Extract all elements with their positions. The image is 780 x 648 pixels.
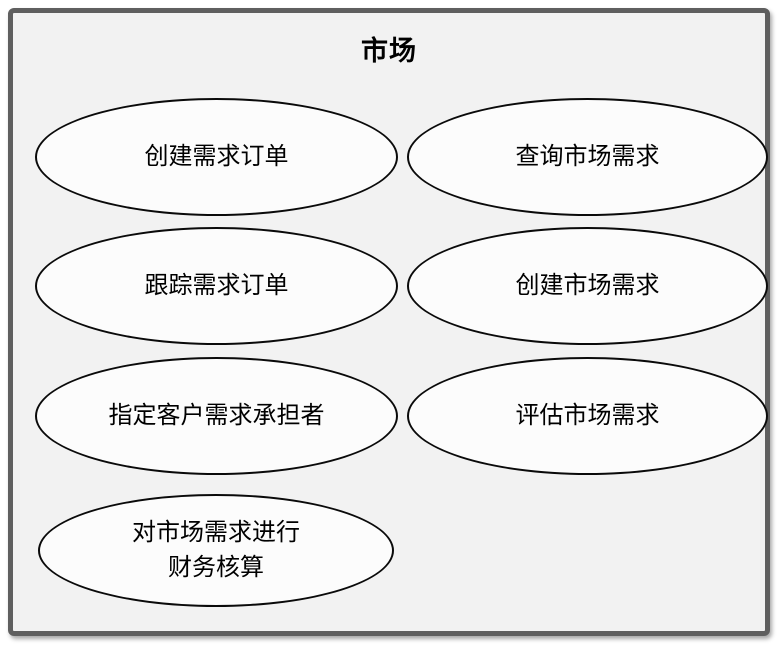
usecase-label: 查询市场需求: [515, 142, 660, 170]
usecase-assign-customer-demand-owner: 指定客户需求承担者: [35, 357, 398, 475]
usecase-create-market-demand: 创建市场需求: [407, 227, 768, 345]
usecase-label: 创建市场需求: [515, 271, 660, 299]
usecase-label: 跟踪需求订单: [144, 271, 289, 299]
usecase-evaluate-market-demand: 评估市场需求: [407, 357, 768, 475]
usecase-track-demand-order: 跟踪需求订单: [35, 227, 398, 345]
system-boundary-market: 市场 创建需求订单 查询市场需求 跟踪需求订单 创建市场需求 指定客户需求承担者…: [8, 8, 770, 636]
usecase-financial-accounting-market-demand: 对市场需求进行 财务核算: [38, 494, 394, 607]
usecase-label: 创建需求订单: [144, 142, 289, 170]
usecase-label: 对市场需求进行 财务核算: [132, 518, 300, 581]
usecase-label: 评估市场需求: [515, 401, 660, 429]
system-boundary-title: 市场: [361, 36, 417, 66]
usecase-query-market-demand: 查询市场需求: [407, 98, 768, 216]
usecase-label: 指定客户需求承担者: [108, 401, 325, 429]
usecase-create-demand-order: 创建需求订单: [35, 98, 398, 216]
